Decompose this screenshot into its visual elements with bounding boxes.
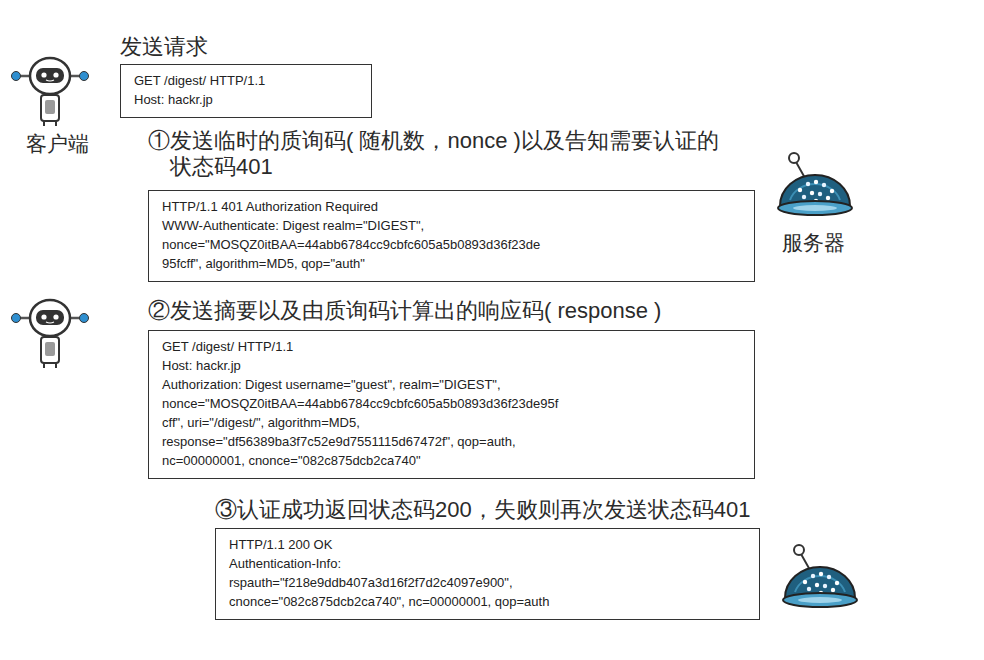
- message-box: ③认证成功返回状态码200，失败则再次发送状态码401HTTP/1.1 200 …: [215, 497, 790, 620]
- client-robot: [12, 300, 89, 368]
- step-heading: 发送请求: [120, 34, 372, 60]
- message-box: ②发送摘要以及由质询码计算出的响应码( response ) GET /diges…: [148, 298, 755, 479]
- http-message-box: GET /digest/ HTTP/1.1Host: hackr.jpAutho…: [148, 330, 755, 479]
- message-box: 发送请求 GET /digest/ HTTP/1.1Host: hackr.jp: [120, 34, 372, 118]
- http-line: WWW-Authenticate: Digest realm="DIGEST",…: [162, 216, 567, 273]
- message-box: ①发送临时的质询码( 随机数，nonce )以及告知需要认证的 状态码401HT…: [148, 128, 755, 282]
- server-robot: [778, 153, 852, 215]
- role-label: 服务器: [782, 231, 845, 255]
- http-line: Host: hackr.jp: [134, 90, 213, 109]
- http-line: GET /digest/ HTTP/1.1: [162, 337, 293, 356]
- http-line: HTTP/1.1 200 OK: [229, 535, 332, 554]
- http-message-box: HTTP/1.1 401 Authorization RequiredWWW-A…: [148, 190, 755, 282]
- http-message-box: HTTP/1.1 200 OKAuthentication-Info: rspa…: [215, 528, 760, 620]
- step-heading: ③认证成功返回状态码200，失败则再次发送状态码401: [215, 497, 790, 523]
- http-line: GET /digest/ HTTP/1.1: [134, 71, 265, 90]
- http-line: Host: hackr.jp: [162, 356, 241, 375]
- http-line: Authentication-Info: rspauth="f218e9ddb4…: [229, 554, 609, 611]
- http-line: Authorization: Digest username="guest", …: [162, 375, 567, 470]
- http-message-box: GET /digest/ HTTP/1.1Host: hackr.jp: [120, 64, 372, 118]
- http-line: HTTP/1.1 401 Authorization Required: [162, 197, 378, 216]
- step-heading: ①发送临时的质询码( 随机数，nonce )以及告知需要认证的 状态码401: [148, 128, 748, 180]
- client-robot: [12, 58, 89, 126]
- role-label: 客户端: [26, 132, 89, 156]
- server-robot: [783, 545, 857, 607]
- step-heading: ②发送摘要以及由质询码计算出的响应码( response ): [148, 298, 755, 324]
